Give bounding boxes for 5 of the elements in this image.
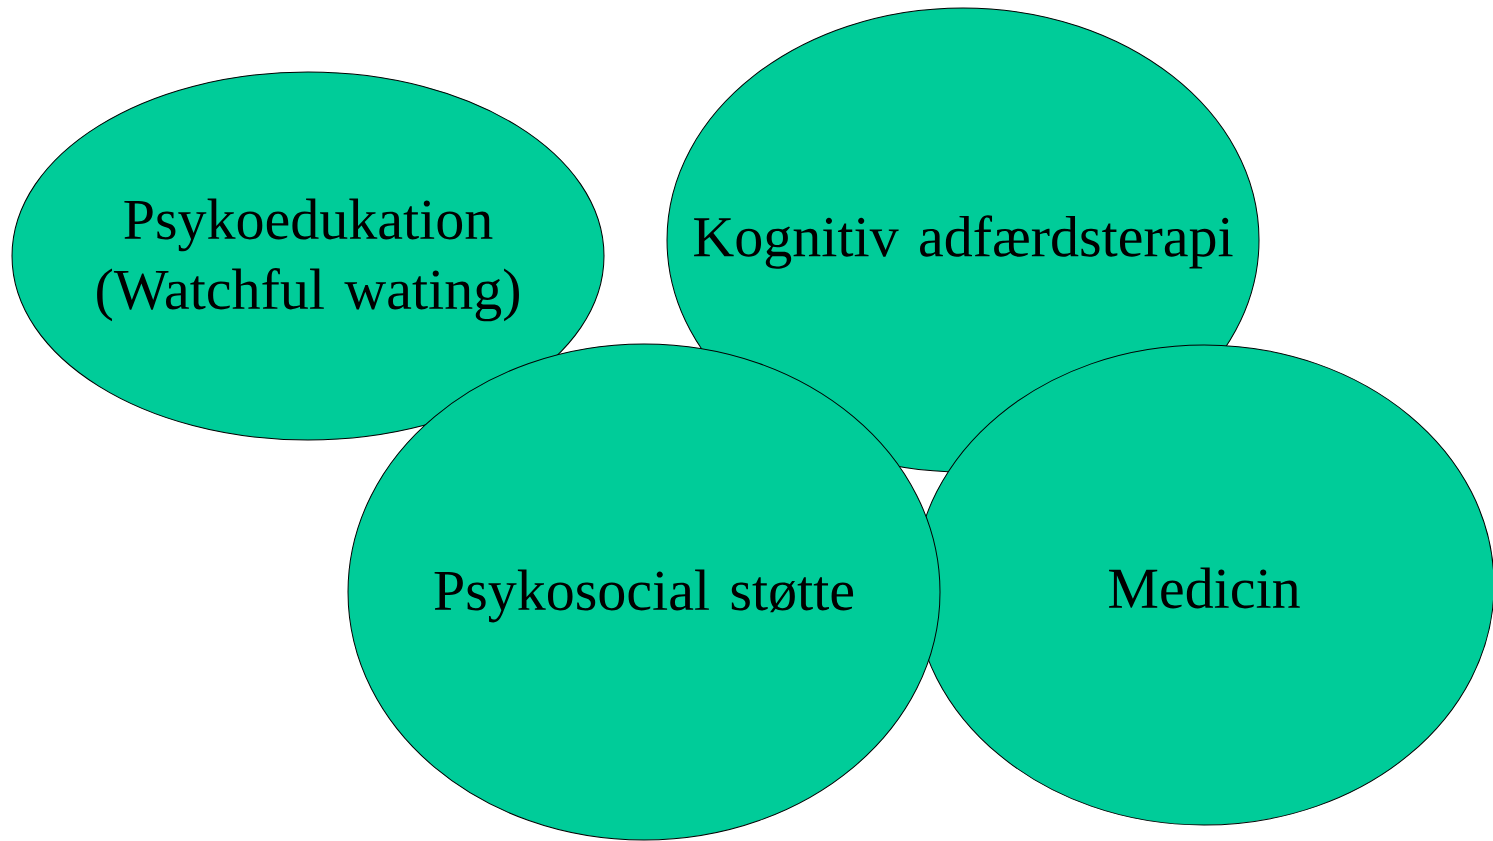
ellipse-node: Psykoedukation (Watchful wating)	[11, 71, 605, 441]
ellipse-node: Psykosocial støtte	[347, 343, 941, 841]
node-label: Medicin	[1109, 567, 1300, 609]
ellipse-node: Medicin	[913, 344, 1493, 826]
node-label: Psykosocial støtte	[434, 569, 854, 623]
